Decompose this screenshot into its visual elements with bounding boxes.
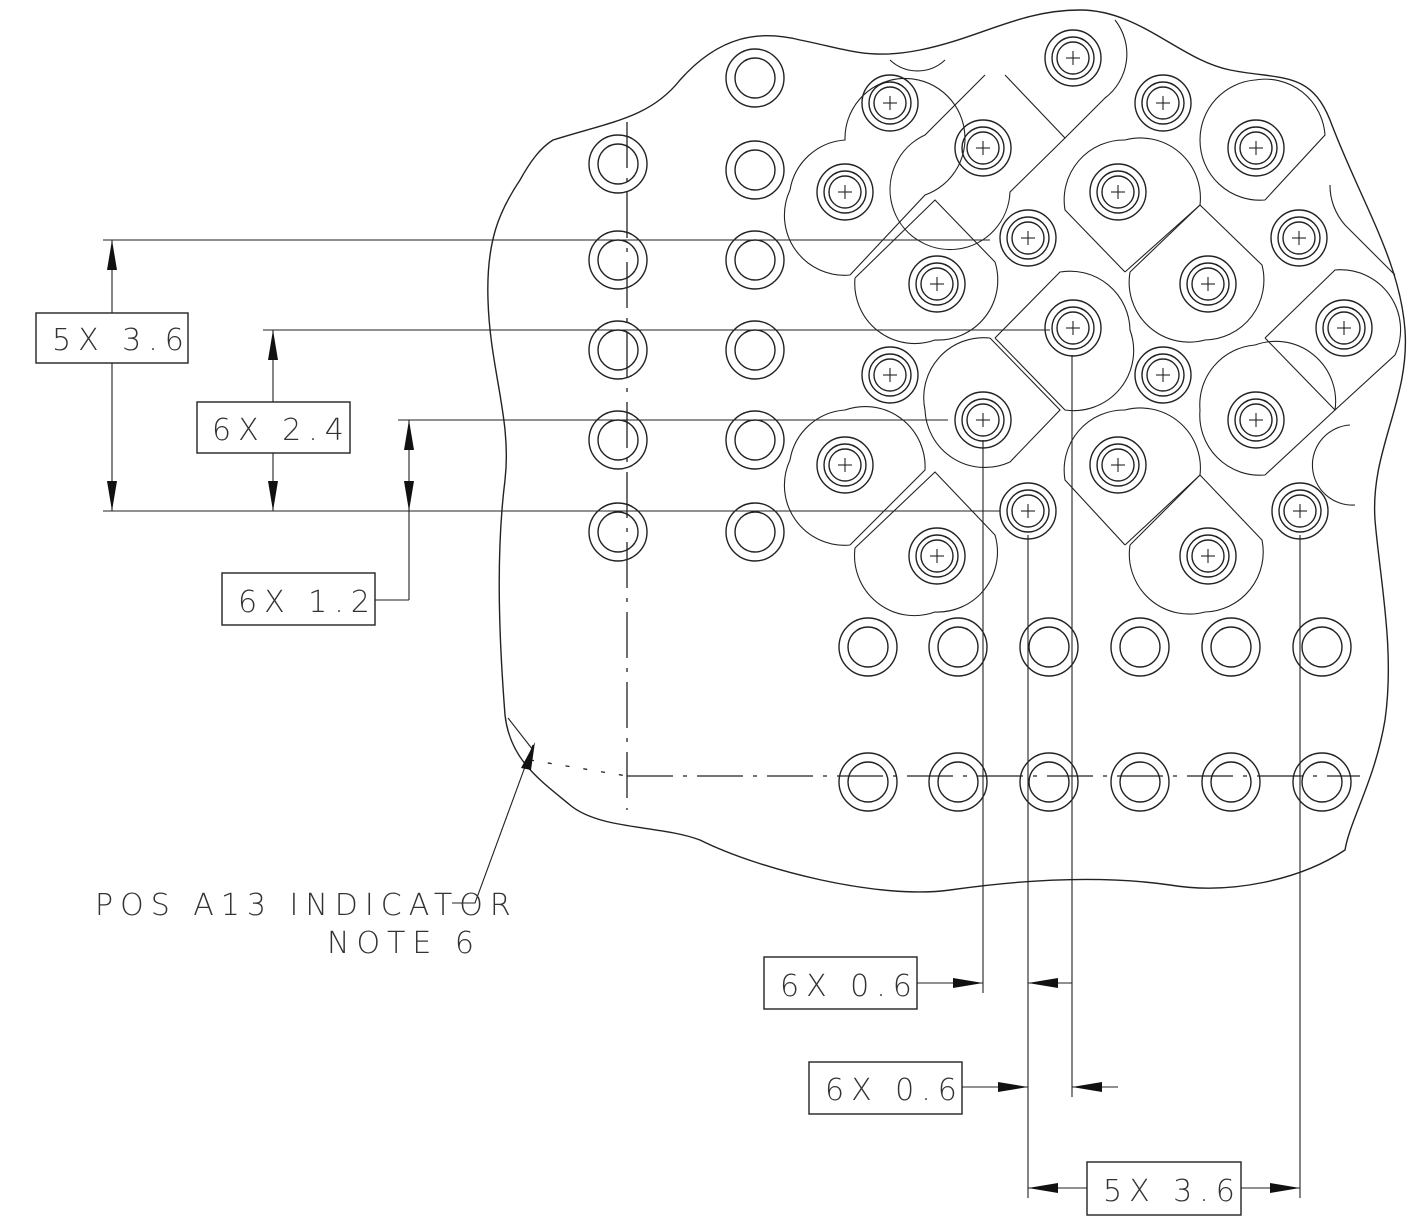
plain-hole: [1292, 617, 1352, 677]
part-breakout-outline: [487, 9, 1407, 893]
crosshair-hole: [999, 209, 1057, 267]
dim-text-5x-3.6-bottom: 5X 3.6: [1103, 1174, 1242, 1209]
crosshair-hole: [1044, 29, 1102, 87]
crosshair-hole: [861, 74, 919, 132]
crosshair-hole: [1227, 119, 1285, 177]
plain-hole: [928, 752, 988, 812]
label-6x-1.2: 6X 1.2: [221, 572, 377, 626]
pad-outlines: [783, 19, 1402, 617]
crosshair-hole: [908, 255, 966, 313]
indicator-leader: [452, 717, 535, 904]
plain-hole: [1019, 752, 1079, 812]
extension-lines: [103, 239, 1301, 1198]
plain-hole: [725, 502, 785, 562]
plain-hole: [928, 617, 988, 677]
dim-text-6x-2.4: 6X 2.4: [212, 413, 351, 448]
crosshair-hole: [816, 436, 874, 494]
dim-text-5x-3.6-left: 5X 3.6: [52, 323, 191, 358]
label-6x-0.6-upper: 6X 0.6: [763, 956, 919, 1010]
note-indicator-text: POS A13 INDICATOR: [95, 888, 518, 923]
plain-hole: [1019, 617, 1079, 677]
label-5x-3.6-left: 5X 3.6: [35, 312, 191, 364]
crosshair-hole: [1227, 391, 1285, 449]
dim-text-6x-0.6-lower: 6X 0.6: [825, 1073, 964, 1108]
plain-hole: [1201, 617, 1261, 677]
plain-hole: [838, 752, 898, 812]
dimension-6x-1.2-vertical: [375, 420, 414, 601]
plain-hole: [1292, 752, 1352, 812]
dimension-5x-3.6-vertical: [107, 240, 117, 511]
plain-hole: [838, 617, 898, 677]
plain-hole: [725, 140, 785, 200]
crosshair-holes: [816, 29, 1373, 585]
crosshair-hole: [1179, 527, 1237, 585]
dim-text-6x-1.2: 6X 1.2: [238, 585, 377, 620]
plain-hole: [588, 502, 648, 562]
plain-hole: [725, 48, 785, 108]
crosshair-hole: [1134, 346, 1192, 404]
crosshair-hole: [1134, 74, 1192, 132]
crosshair-hole: [1271, 482, 1329, 540]
plain-hole: [588, 134, 648, 194]
crosshair-hole: [908, 527, 966, 585]
label-6x-2.4: 6X 2.4: [196, 401, 351, 454]
plain-hole: [1201, 752, 1261, 812]
note-reference-text: NOTE 6: [327, 926, 481, 961]
crosshair-hole: [1270, 209, 1328, 267]
plain-hole: [1110, 752, 1170, 812]
crosshair-hole: [1315, 299, 1373, 357]
crosshair-hole: [816, 163, 874, 221]
centerlines: [529, 122, 1360, 810]
crosshair-hole: [1179, 255, 1237, 313]
label-6x-0.6-lower: 6X 0.6: [808, 1061, 964, 1115]
dimension-6x-2.4-vertical: [268, 330, 278, 511]
crosshair-hole: [1044, 299, 1102, 357]
dim-text-6x-0.6-upper: 6X 0.6: [780, 969, 919, 1004]
crosshair-hole: [954, 119, 1012, 177]
dimension-5x-3.6-horizontal: [1028, 1183, 1300, 1193]
crosshair-hole: [954, 391, 1012, 449]
dimension-6x-0.6-lower: [962, 1082, 1118, 1092]
crosshair-hole: [1089, 163, 1147, 221]
label-5x-3.6-bottom: 5X 3.6: [1086, 1161, 1242, 1216]
dimension-6x-0.6-upper: [917, 978, 1072, 988]
crosshair-hole: [1089, 436, 1147, 494]
crosshair-hole: [861, 346, 919, 404]
plain-hole: [1110, 617, 1170, 677]
crosshair-hole: [999, 482, 1057, 540]
